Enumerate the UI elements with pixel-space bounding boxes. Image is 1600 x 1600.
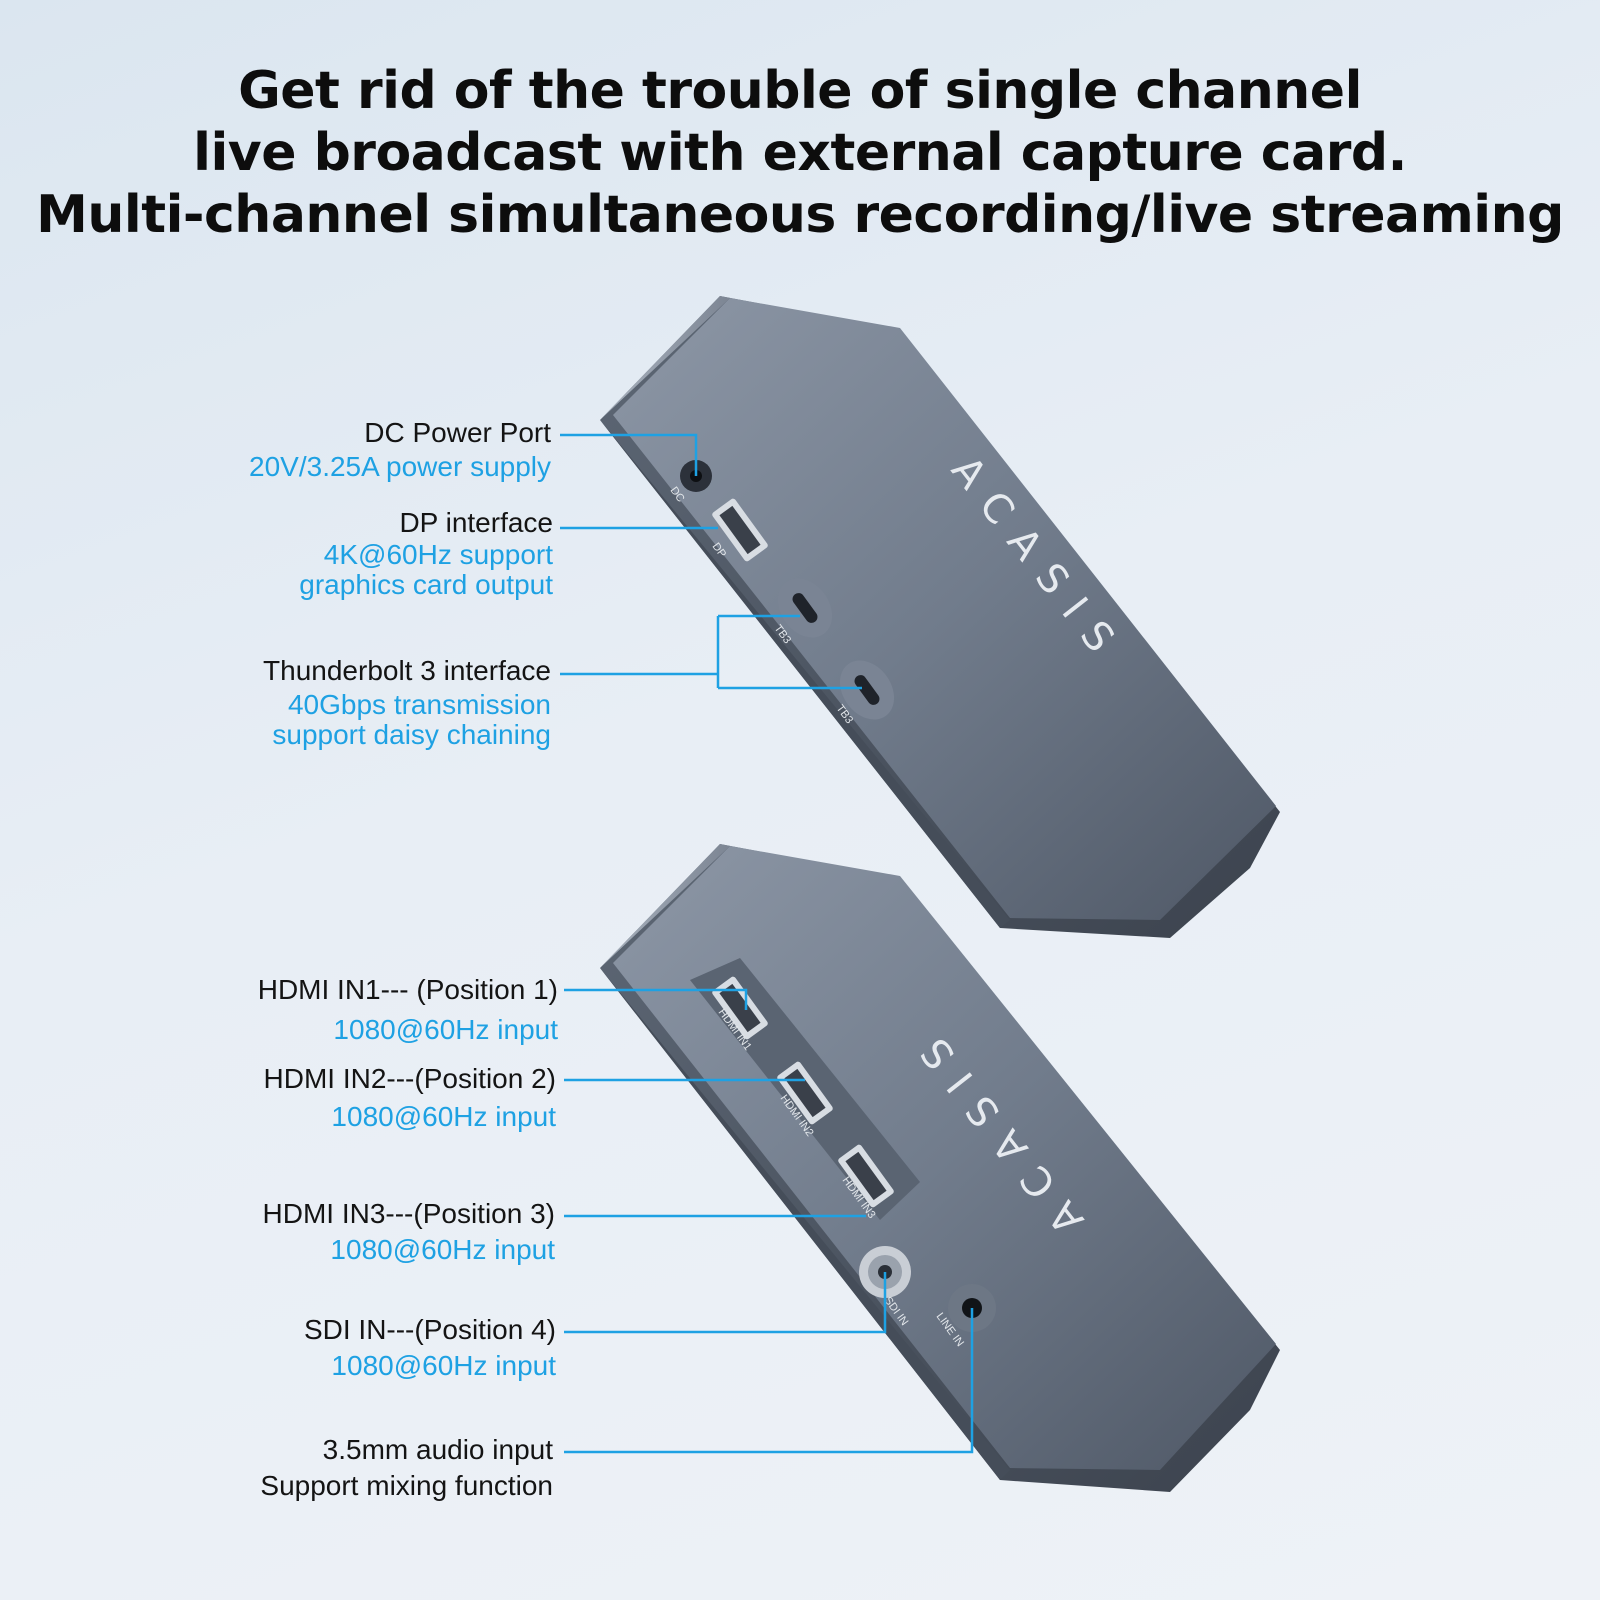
dp-port-icon: [712, 498, 768, 562]
callout-thunderbolt: Thunderbolt 3 interface 40Gbps transmiss…: [263, 656, 551, 750]
callout-audio-sub: Support mixing function: [260, 1470, 553, 1501]
callout-dp-sub-2: graphics card output: [299, 569, 553, 600]
callout-hdmi2-title: HDMI IN2---(Position 2): [263, 1063, 556, 1094]
callout-dp-sub-1: 4K@60Hz support: [323, 539, 553, 570]
tb3-port-b-icon: [839, 660, 895, 720]
callout-hdmi-in2: HDMI IN2---(Position 2) 1080@60Hz input: [264, 1060, 556, 1136]
callout-dc-sub: 20V/3.25A power supply: [249, 451, 551, 482]
hdmi-in3-port-icon: [838, 1144, 894, 1208]
callout-audio: 3.5mm audio input Support mixing functio…: [260, 1432, 553, 1504]
callout-hdmi1-sub: 1080@60Hz input: [333, 1014, 558, 1045]
callout-hdmi2-sub: 1080@60Hz input: [331, 1101, 556, 1132]
callout-dp: DP interface 4K@60Hz support graphics ca…: [299, 508, 553, 600]
callout-hdmi-in1: HDMI IN1--- (Position 1) 1080@60Hz input: [258, 970, 558, 1050]
headline-line-3: Multi-channel simultaneous recording/liv…: [36, 185, 1564, 245]
callout-dp-title: DP interface: [399, 507, 553, 538]
callout-dc-power: DC Power Port 20V/3.25A power supply: [249, 416, 551, 484]
headline-line-1: Get rid of the trouble of single channel: [238, 61, 1362, 121]
leader-lines: [560, 433, 974, 1454]
callout-sdi: SDI IN---(Position 4) 1080@60Hz input: [304, 1312, 556, 1384]
callout-hdmi3-sub: 1080@60Hz input: [330, 1234, 555, 1265]
bottom-device: HDMI IN1 HDMI IN2 HDMI IN3 SDI IN LINE I…: [600, 844, 1280, 1492]
callout-hdmi1-title: HDMI IN1--- (Position 1): [257, 974, 558, 1005]
callout-hdmi-in3: HDMI IN3---(Position 3) 1080@60Hz input: [263, 1196, 555, 1268]
callout-tb3-sub-2: support daisy chaining: [272, 719, 551, 750]
callout-sdi-sub: 1080@60Hz input: [331, 1350, 556, 1381]
headline: Get rid of the trouble of single channel…: [0, 60, 1600, 246]
callout-tb3-title: Thunderbolt 3 interface: [263, 655, 551, 686]
callout-sdi-title: SDI IN---(Position 4): [303, 1314, 556, 1345]
callout-hdmi3-title: HDMI IN3---(Position 3): [262, 1198, 555, 1229]
headline-line-2: live broadcast with external capture car…: [193, 123, 1407, 183]
callout-dc-title: DC Power Port: [364, 417, 551, 448]
callout-tb3-sub-1: 40Gbps transmission: [287, 689, 551, 720]
callout-audio-title: 3.5mm audio input: [322, 1434, 553, 1465]
hdmi-in1-port-icon: [712, 976, 768, 1040]
top-device: DC DP TB3 TB3 ACASIS: [600, 296, 1280, 938]
tb3-port-a-icon: [777, 578, 833, 638]
